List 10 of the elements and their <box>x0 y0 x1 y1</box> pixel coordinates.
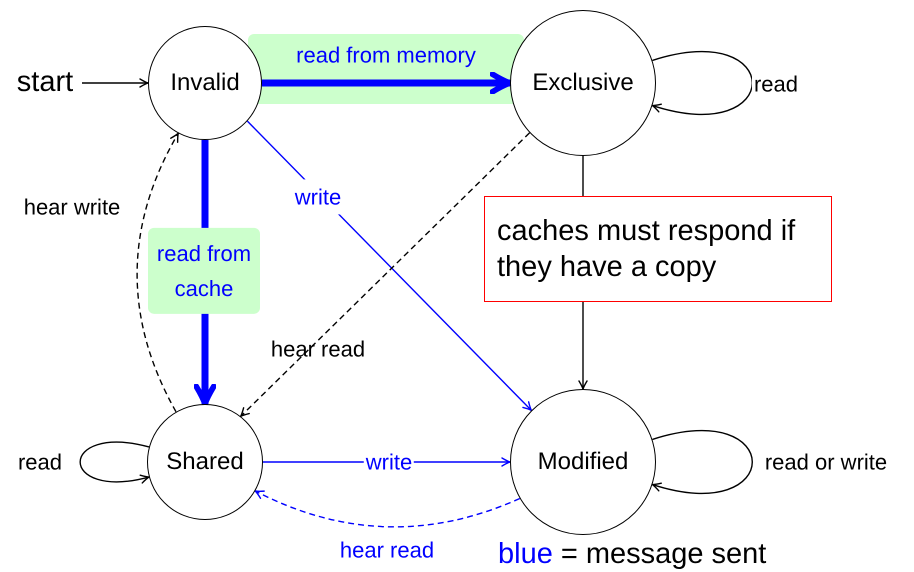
edge-label: read from memory <box>295 41 477 70</box>
legend-text: = message sent <box>560 537 766 572</box>
legend-key: blue <box>498 533 553 572</box>
edge-label: hear read <box>270 335 366 364</box>
edge-label: write <box>292 179 344 215</box>
start-label: start <box>8 66 82 100</box>
note-box: caches must respond if they have a copy <box>484 196 832 302</box>
edge-label: read from cache <box>148 228 260 314</box>
connector-line <box>582 156 584 196</box>
edge-label: hear read <box>338 536 436 564</box>
